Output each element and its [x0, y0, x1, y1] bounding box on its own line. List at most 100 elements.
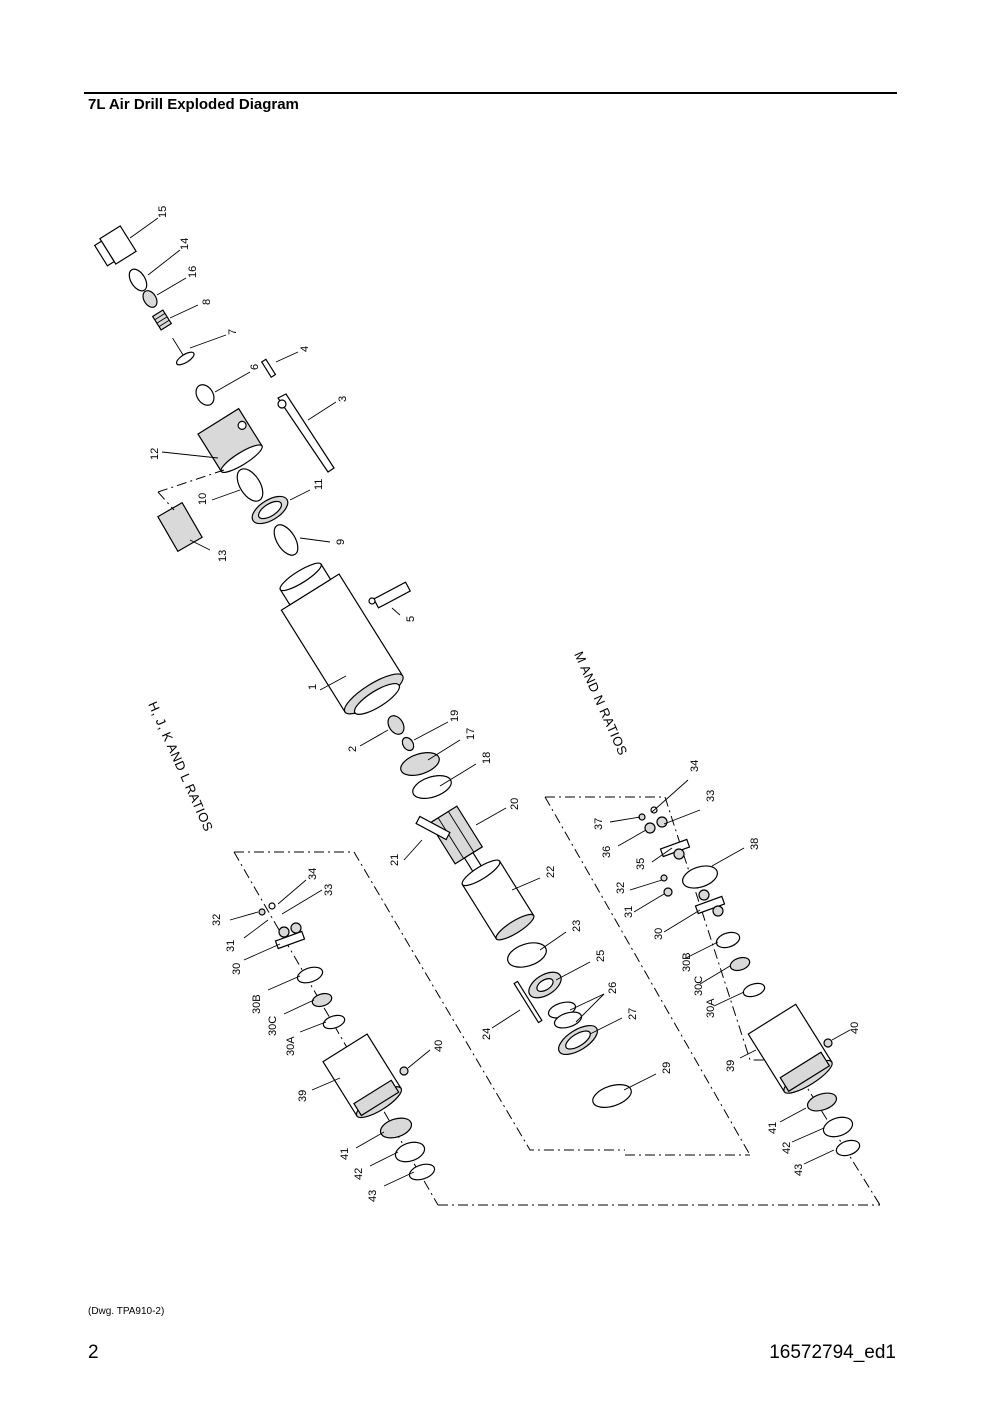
part-2-bushing — [387, 715, 405, 735]
hjkl-group-left-edge — [233, 851, 439, 1206]
part-12-housing — [197, 407, 263, 473]
callout-31-left: 31 — [225, 940, 237, 952]
callout-30a-right: 30A — [705, 998, 717, 1018]
part-10-oring — [236, 468, 264, 502]
page-title: 7L Air Drill Exploded Diagram — [88, 96, 299, 113]
callout-13: 13 — [217, 550, 229, 562]
leader-lines — [129, 217, 851, 1187]
callout-15: 15 — [157, 206, 169, 218]
callout-14: 14 — [179, 238, 191, 250]
callout-30-right: 30 — [653, 928, 665, 940]
part-26-spacer-b — [553, 1011, 583, 1029]
part-30a-left — [322, 1014, 346, 1030]
part-35-carrier — [659, 838, 691, 860]
mn-group-left-edge — [544, 796, 751, 1156]
part-27-gear — [558, 1024, 598, 1056]
document-id: 16572794_ed1 — [769, 1342, 896, 1363]
callout-18: 18 — [481, 752, 493, 764]
drawing-reference: (Dwg. TPA910-2) — [88, 1306, 165, 1317]
part-43-clip-right — [835, 1139, 861, 1157]
header-rule — [84, 92, 897, 94]
part-38-plate — [682, 865, 718, 889]
callout-32-left: 32 — [211, 914, 223, 926]
callout-30-left: 30 — [231, 963, 243, 975]
part-23-plate — [507, 942, 547, 968]
part-16-bushing — [142, 290, 158, 308]
callout-30c-left: 30C — [267, 1016, 279, 1036]
callout-20: 20 — [509, 798, 521, 810]
callout-36: 36 — [601, 846, 613, 858]
muffler-connector-b — [157, 491, 175, 511]
callout-30b-left: 30B — [251, 994, 263, 1014]
part-40-screw-left — [399, 1066, 409, 1076]
hjkl-group-outline — [234, 851, 625, 1151]
part-17-plate — [400, 752, 440, 776]
callout-43-right: 43 — [793, 1164, 805, 1176]
callout-21: 21 — [389, 854, 401, 866]
part-24-pin — [513, 980, 543, 1024]
callout-10: 10 — [197, 493, 209, 505]
part-4-pin — [260, 358, 277, 379]
callout-33-right: 33 — [705, 790, 717, 802]
callout-29: 29 — [661, 1062, 673, 1074]
callout-9: 9 — [335, 539, 347, 545]
callout-34-left: 34 — [307, 868, 319, 880]
callout-30a-left: 30A — [285, 1036, 297, 1056]
callout-17: 17 — [465, 728, 477, 740]
part-19-bearing — [401, 736, 415, 752]
part-30-carrier-left — [274, 922, 306, 950]
callout-35: 35 — [635, 858, 647, 870]
part-8-spring — [151, 309, 173, 331]
part-21-vanes — [415, 815, 451, 841]
callout-19: 19 — [449, 710, 461, 722]
callout-numbers: 15 14 16 8 7 4 6 3 12 10 11 13 9 5 1 19 … — [149, 206, 861, 1202]
callout-39-right: 39 — [725, 1060, 737, 1072]
callout-30c-right: 30C — [693, 976, 705, 996]
part-32-gear-left — [258, 908, 266, 916]
callout-24: 24 — [481, 1028, 493, 1040]
callout-8: 8 — [201, 299, 213, 305]
callout-4: 4 — [299, 346, 311, 352]
part-25-bearing — [528, 971, 562, 999]
part-36-gears — [644, 816, 668, 834]
page-number: 2 — [88, 1342, 99, 1363]
part-1-housing — [279, 562, 404, 715]
callout-41-left: 41 — [339, 1148, 351, 1160]
part-30b-left — [296, 966, 324, 984]
part-39-housing-left — [322, 1033, 403, 1119]
part-7-valve — [172, 337, 195, 366]
part-30b-right — [715, 931, 741, 949]
part-42-ring-left — [394, 1141, 426, 1163]
part-5-pin — [368, 581, 412, 609]
callout-41-right: 41 — [767, 1122, 779, 1134]
mn-group-outline — [545, 796, 790, 1061]
callout-11: 11 — [313, 479, 325, 490]
part-22-cylinder — [461, 859, 535, 941]
callout-7: 7 — [227, 329, 239, 335]
callout-6: 6 — [249, 364, 261, 370]
callout-43-left: 43 — [367, 1190, 379, 1202]
callout-2: 2 — [347, 746, 359, 752]
callout-12: 12 — [149, 448, 161, 460]
callout-37: 37 — [593, 818, 605, 830]
part-9-oring — [273, 524, 299, 556]
part-30c-right — [729, 956, 751, 972]
part-41-bearing-left — [379, 1117, 413, 1139]
part-32-gear-right — [660, 874, 668, 882]
muffler-connector — [157, 469, 225, 493]
part-18-plate — [412, 775, 452, 799]
callout-32-right: 32 — [615, 882, 627, 894]
callout-5: 5 — [405, 616, 417, 622]
part-3-lever — [277, 393, 335, 473]
part-13-muffler — [157, 501, 203, 553]
callout-33-left: 33 — [323, 884, 335, 896]
part-34-pin-left — [268, 902, 276, 910]
part-40-screw-right — [823, 1038, 833, 1048]
part-29-washer — [592, 1084, 632, 1108]
part-11-ring — [251, 495, 289, 525]
callout-34-right: 34 — [689, 760, 701, 772]
callout-30b-right: 30B — [681, 952, 693, 972]
part-30c-left — [311, 992, 333, 1008]
callout-25: 25 — [595, 950, 607, 962]
